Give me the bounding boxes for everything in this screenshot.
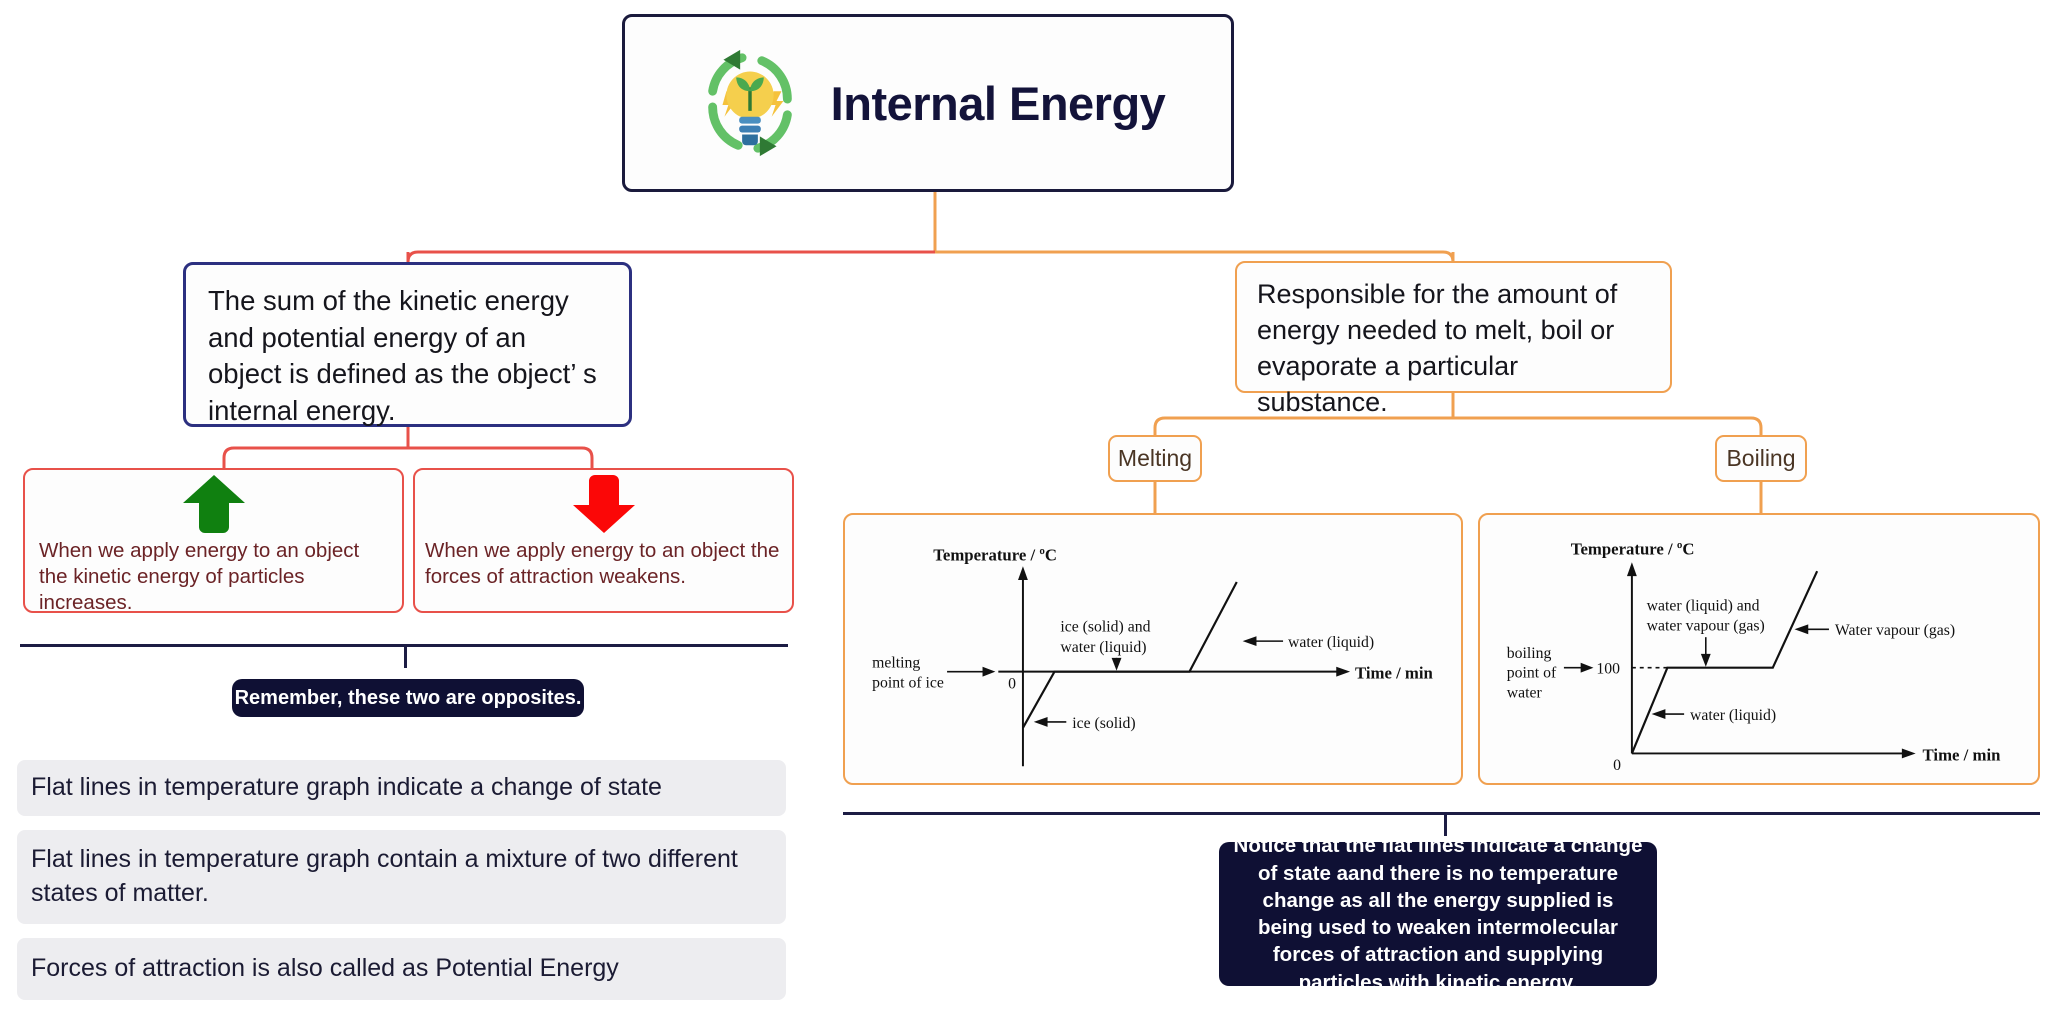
fact-list-item: Flat lines in temperature graph indicate… <box>17 760 786 816</box>
boiling-heating-curve: Temperature / ºC Time / min 0 100 boilin… <box>1507 539 2002 774</box>
svg-text:Water vapour (gas): Water vapour (gas) <box>1835 622 1955 639</box>
pill-melting[interactable]: Melting <box>1108 435 1202 482</box>
melting-graph-card: Temperature / ºC Time / min 0 melting po… <box>843 513 1463 785</box>
consequence-text: When we apply energy to an object the fo… <box>425 539 780 589</box>
right-divider-tick <box>1444 814 1447 836</box>
svg-text:ice (solid): ice (solid) <box>1072 715 1135 732</box>
svg-text:water (liquid): water (liquid) <box>1060 639 1146 656</box>
svg-text:water: water <box>1507 684 1543 701</box>
page-title: Internal Energy <box>830 76 1166 130</box>
left-divider-tick <box>404 646 407 668</box>
svg-text:boiling: boiling <box>1507 645 1552 662</box>
svg-text:0: 0 <box>1613 757 1621 774</box>
page-title-card: Internal Energy <box>622 14 1234 192</box>
recycling-lightbulb-icon <box>691 44 809 162</box>
svg-text:point of: point of <box>1507 665 1557 682</box>
red-down-arrow-icon <box>415 470 792 538</box>
pill-boiling[interactable]: Boiling <box>1715 435 1807 482</box>
left-section-divider <box>20 644 788 647</box>
boiling-graph-card: Temperature / ºC Time / min 0 100 boilin… <box>1478 513 2040 785</box>
svg-text:water (liquid): water (liquid) <box>1690 707 1776 724</box>
responsibility-card: Responsible for the amount of energy nee… <box>1235 261 1672 417</box>
consequence-card-forces: When we apply energy to an object the fo… <box>413 468 794 613</box>
fact-list-item: Forces of attraction is also called as P… <box>17 938 786 1000</box>
svg-text:100: 100 <box>1596 661 1620 678</box>
svg-text:Temperature / ºC: Temperature / ºC <box>933 545 1057 564</box>
right-section-divider <box>843 812 2040 815</box>
consequence-text: When we apply energy to an object the ki… <box>39 539 360 615</box>
svg-text:point of ice: point of ice <box>872 674 944 691</box>
consequence-card-kinetic: When we apply energy to an object the ki… <box>23 468 404 614</box>
svg-text:Time / min: Time / min <box>1923 745 2002 764</box>
svg-text:water vapour (gas): water vapour (gas) <box>1647 617 1765 634</box>
notice-note-badge: Notice that the flat lines indicate a ch… <box>1219 834 1657 994</box>
melting-heating-curve: Temperature / ºC Time / min 0 melting po… <box>872 545 1434 767</box>
svg-text:melting: melting <box>872 655 920 672</box>
svg-text:water (liquid): water (liquid) <box>1288 634 1374 651</box>
fact-list-item: Flat lines in temperature graph contain … <box>17 830 786 924</box>
svg-text:0: 0 <box>1008 675 1016 692</box>
svg-text:Time / min: Time / min <box>1355 664 1434 683</box>
green-up-arrow-icon <box>25 470 402 538</box>
svg-text:water (liquid) and: water (liquid) and <box>1647 598 1760 615</box>
svg-text:Temperature / ºC: Temperature / ºC <box>1571 539 1695 558</box>
definition-card: The sum of the kinetic energy and potent… <box>183 262 632 427</box>
remember-note-badge: Remember, these two are opposites. <box>232 679 584 717</box>
svg-text:ice (solid) and: ice (solid) and <box>1060 618 1150 635</box>
